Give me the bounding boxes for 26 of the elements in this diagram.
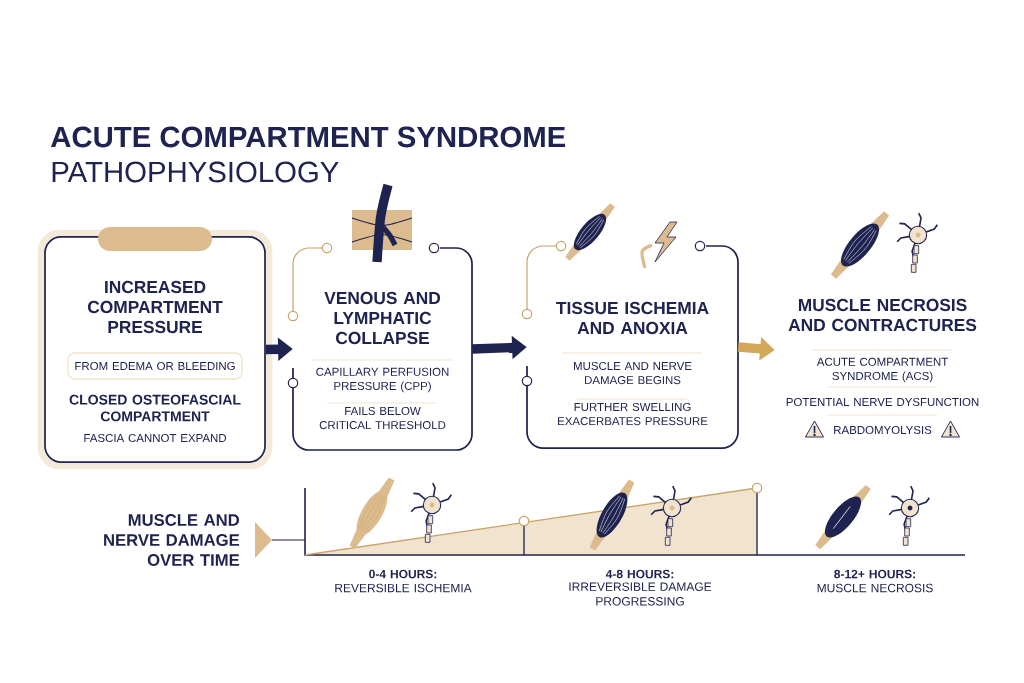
step-text: RABDOMYOLYSIS [834, 425, 932, 435]
step-text: MUSCLE AND NERVE DAMAGE BEGINS [574, 361, 692, 385]
step-text: POTENTIAL NERVE DYSFUNCTION [786, 397, 979, 407]
step-text: FAILS BELOW CRITICAL THRESHOLD [319, 406, 446, 430]
step-text: FASCIA CANNOT EXPAND [84, 433, 227, 443]
step-text: CAPILLARY PERFUSION PRESSURE (CPP) [316, 367, 449, 393]
step-text: FURTHER SWELLING EXACERBATES PRESSURE [558, 402, 708, 426]
step-text: TISSUE ISCHEMIA AND ANOXIA [556, 301, 709, 335]
step-text: FROM EDEMA OR BLEEDING [75, 361, 235, 371]
process-box [67, 352, 243, 380]
timeline-title: MUSCLE AND NERVE DAMAGE OVER TIME [104, 514, 240, 566]
stage-heading: 0-4 HOURS: [369, 569, 437, 579]
stage-text: MUSCLE NECROSIS [817, 583, 933, 593]
step-text: VENOUS AND LYMPHATIC COLLAPSE [324, 291, 441, 345]
step-text: ACUTE COMPARTMENT SYNDROME (ACS) [816, 357, 948, 383]
step-text: MUSCLE NECROSIS AND CONTRACTURES [788, 298, 977, 332]
process-box [37, 227, 273, 470]
subtitle: PATHOPHYSIOLOGY [52, 161, 339, 183]
stage-text: REVERSIBLE ISCHEMIA [335, 583, 472, 593]
stage-heading: 8-12+ HOURS: [834, 569, 915, 579]
stage-text: IRREVERSIBLE DAMAGE PROGRESSING [569, 582, 712, 606]
step-text: CLOSED OSTEOFASCIAL COMPARTMENT [69, 394, 241, 422]
step-text: INCREASED COMPARTMENT PRESSURE [88, 280, 223, 334]
stage-text [786, 298, 979, 435]
stage-heading: 4-8 HOURS: [605, 569, 674, 579]
title: ACUTE COMPARTMENT SYNDROME [51, 126, 566, 148]
